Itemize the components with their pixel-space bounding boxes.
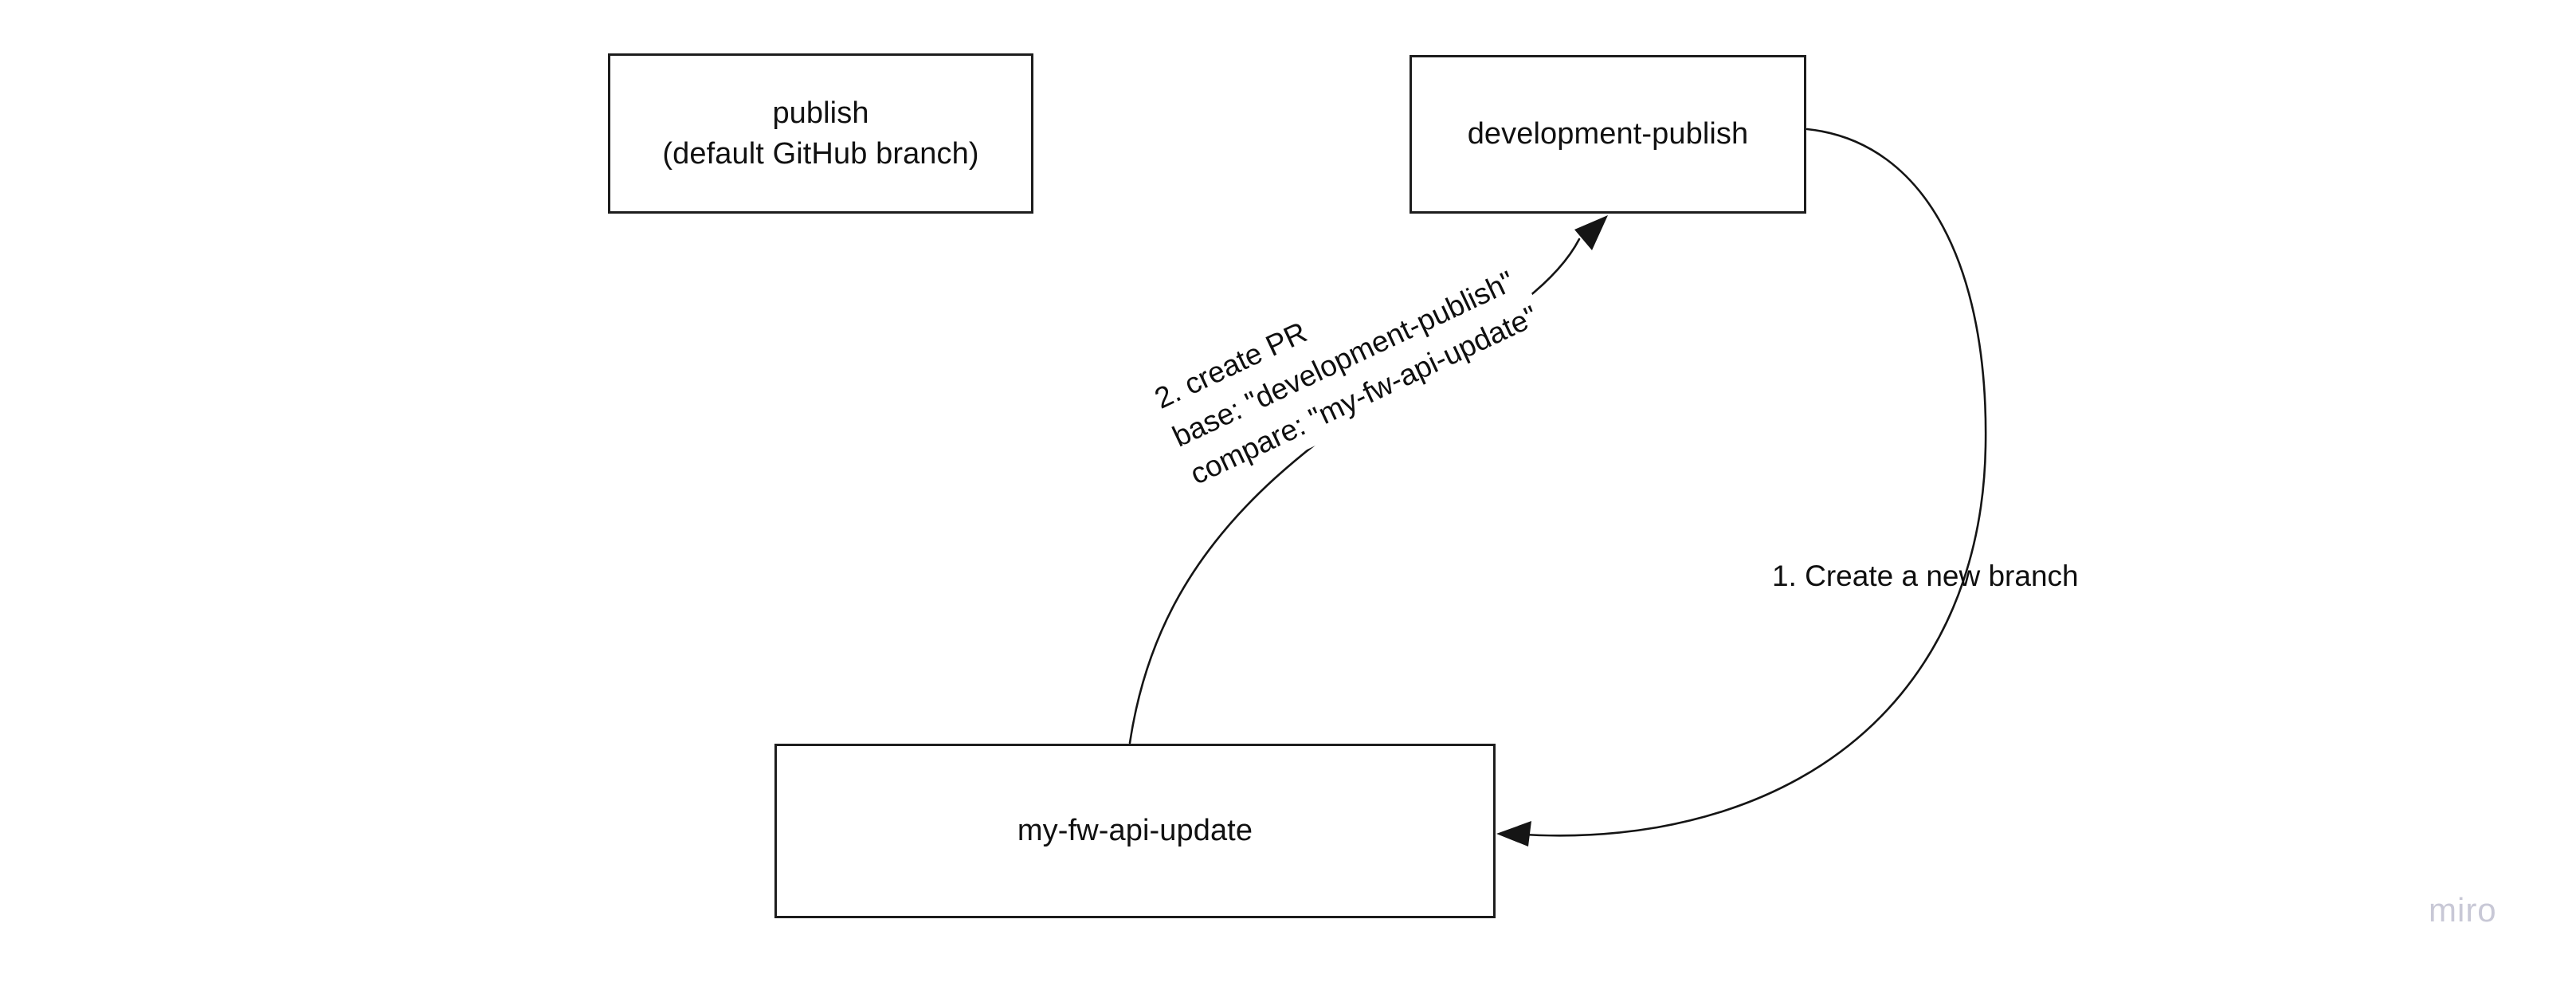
node-publish-label: publish (default GitHub branch) [662, 96, 979, 171]
edge-create-branch-path [1511, 128, 1987, 837]
node-development-publish[interactable]: development-publish [1410, 55, 1806, 214]
miro-watermark: miro [2429, 891, 2497, 929]
edge-create-pr-arrowhead [1574, 215, 1608, 250]
edge-create-branch-arrowhead [1496, 821, 1531, 847]
node-publish[interactable]: publish (default GitHub branch) [608, 53, 1033, 214]
node-my-fw-api-update-label: my-fw-api-update [1017, 814, 1253, 848]
node-development-publish-label: development-publish [1467, 117, 1749, 151]
node-my-fw-api-update[interactable]: my-fw-api-update [774, 744, 1496, 918]
edge-label-create-branch: 1. Create a new branch [1772, 560, 2079, 592]
